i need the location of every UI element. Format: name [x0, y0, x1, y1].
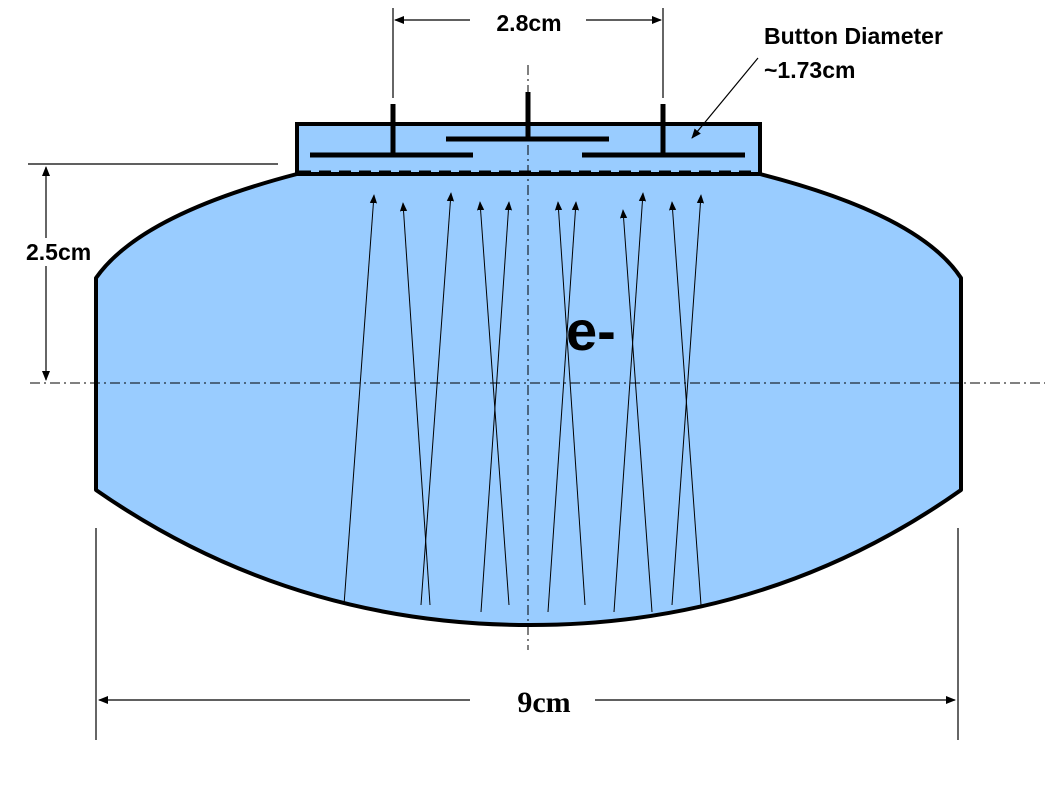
- dimension-full-width: [95, 528, 959, 740]
- center-lines: [30, 65, 1045, 650]
- dimension-top-width: [392, 8, 664, 98]
- half-height-label: 2.5cm: [26, 239, 91, 265]
- full-width-label: 9cm: [517, 686, 570, 719]
- button-title-label: Button Diameter: [764, 23, 943, 49]
- particle-label: e-: [566, 299, 616, 362]
- button-value-label: ~1.73cm: [764, 57, 855, 83]
- dimension-half-height: [28, 163, 278, 381]
- electron-trajectories: [343, 192, 705, 613]
- top-width-label: 2.8cm: [496, 10, 561, 36]
- button-leader-line: [691, 57, 759, 139]
